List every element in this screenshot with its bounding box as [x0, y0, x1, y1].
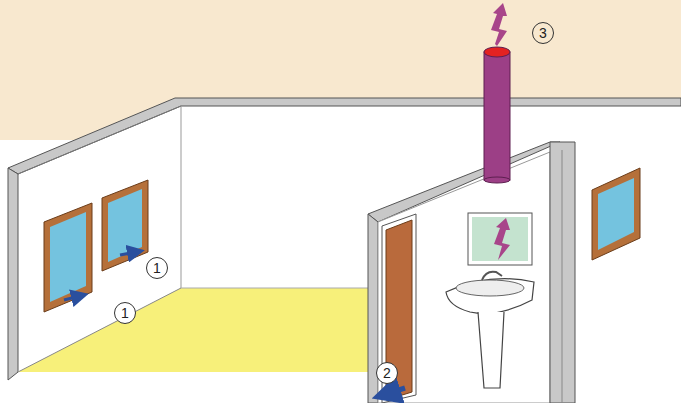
wall-top	[8, 98, 681, 174]
air-arrow	[386, 388, 405, 394]
air-arrow	[64, 296, 80, 300]
air-arrow	[491, 3, 507, 46]
left-wall-edge	[8, 168, 18, 380]
callout-number: 1	[146, 257, 168, 279]
callout-number: 3	[532, 22, 554, 44]
window	[44, 203, 92, 312]
callout-number: 2	[376, 362, 398, 384]
room	[8, 98, 681, 403]
fan	[484, 47, 510, 57]
wall-edge	[550, 142, 575, 403]
window	[592, 168, 640, 260]
callout-number: 1	[114, 302, 136, 324]
exhaust-pipe	[484, 52, 510, 180]
window	[102, 180, 148, 271]
air-arrow	[120, 252, 136, 255]
mirror	[468, 213, 532, 265]
sink	[446, 279, 534, 314]
air-arrow	[494, 218, 510, 260]
